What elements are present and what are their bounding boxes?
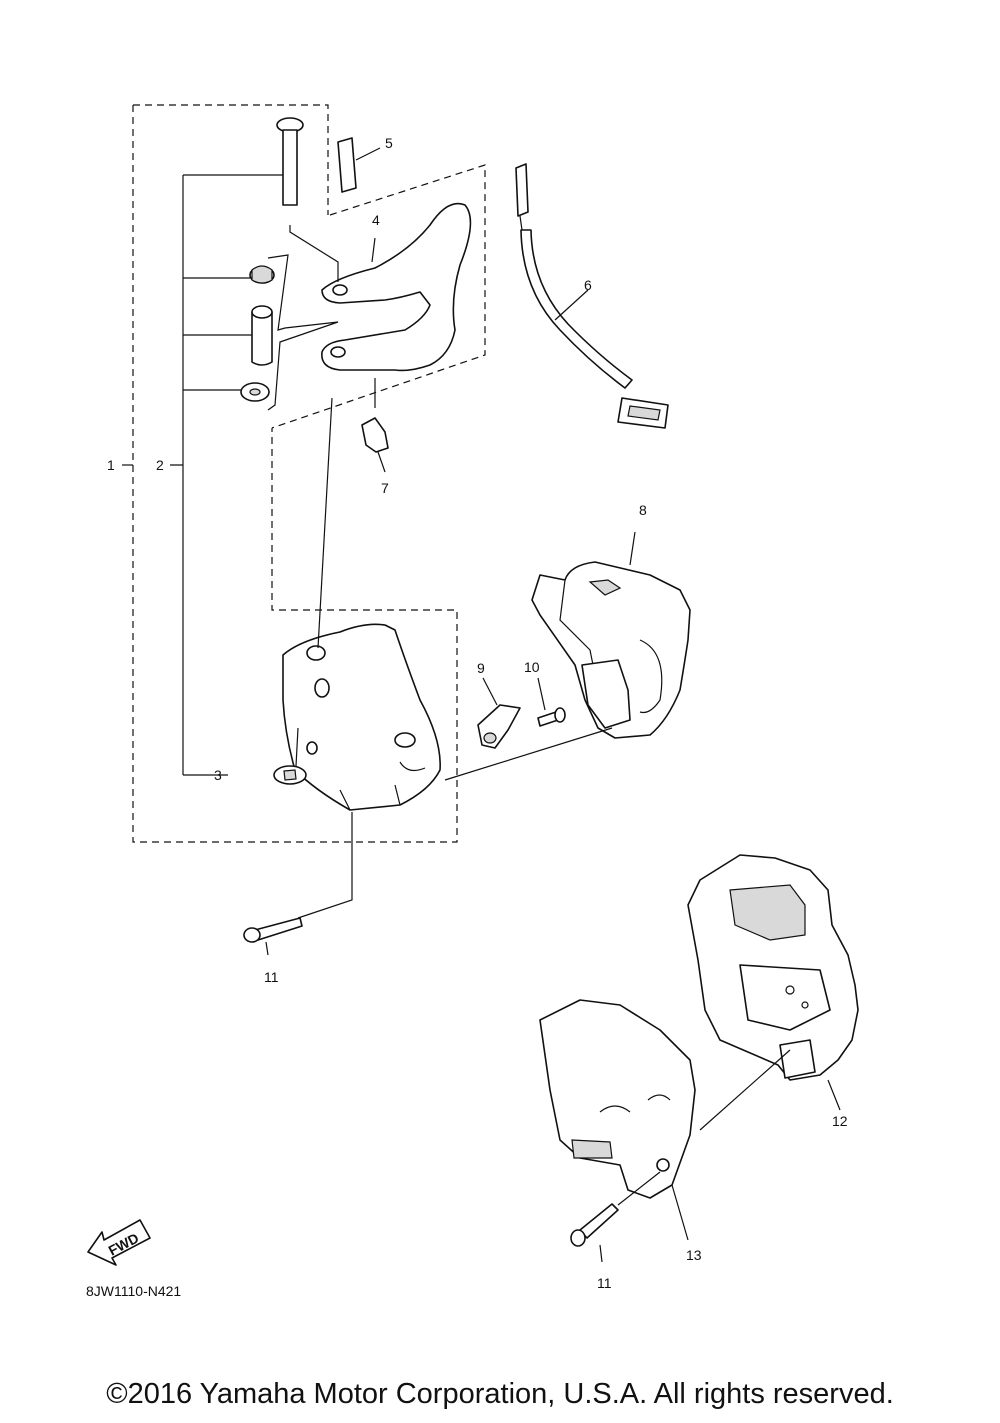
callout-10: 10: [524, 659, 540, 675]
lower-switch-housing: [282, 397, 441, 811]
leader-bracket-parts: [267, 254, 339, 411]
guide-line-bolt11a: [297, 812, 353, 919]
diagram-code: 8JW1110-N421: [86, 1283, 182, 1299]
part-8-switch-housing: [531, 531, 691, 739]
copyright-notice: ©2016 Yamaha Motor Corporation, U.S.A. A…: [106, 1378, 894, 1410]
part-13-cover: [539, 999, 696, 1241]
callout-2: 2: [156, 457, 164, 473]
callout-8: 8: [639, 502, 647, 518]
callout-4: 4: [372, 212, 380, 228]
part-7-clip: [361, 378, 389, 473]
bracket-2: [170, 174, 283, 776]
fwd-arrow-icon: FWD: [87, 1219, 151, 1266]
part-10-screw: [537, 677, 566, 727]
part-5-pad: [337, 137, 381, 193]
part-6-wire-harness: [515, 163, 669, 429]
guide-line-screw: [444, 727, 613, 781]
callout-12: 12: [832, 1113, 848, 1129]
collar: [249, 265, 275, 284]
sleeve: [251, 305, 273, 366]
washer: [240, 382, 270, 402]
pivot-bolt: [276, 117, 304, 206]
part-11-screw-lower: [570, 1171, 661, 1263]
callout-7: 7: [381, 480, 389, 496]
callout-11-lower: 11: [597, 1275, 612, 1291]
part-12-switch-housing: [687, 854, 859, 1131]
callout-9: 9: [477, 660, 485, 676]
callout-11-upper: 11: [264, 969, 279, 985]
callout-6: 6: [584, 277, 592, 293]
callout-1: 1: [107, 457, 115, 473]
part-9-bracket: [477, 677, 521, 749]
part-11-screw-upper: [243, 917, 303, 956]
part-3-plate: [273, 727, 307, 785]
callout-3: 3: [214, 767, 222, 783]
callout-5: 5: [385, 135, 393, 151]
part-4-lever: [289, 202, 472, 372]
callout-13: 13: [686, 1247, 702, 1263]
assembly-boundary-1: [132, 104, 458, 843]
assembly-boundary-lever: [271, 164, 486, 429]
